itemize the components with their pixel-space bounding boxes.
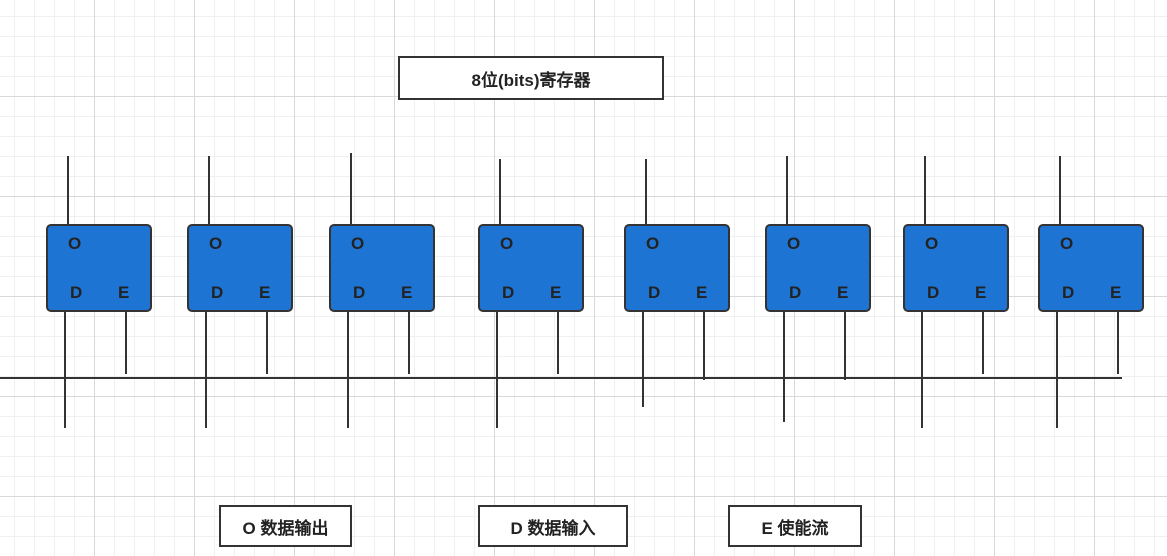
register-cell-2: O D E (187, 224, 293, 312)
legend-input: D 数据输入 (478, 505, 628, 547)
input-pin-label: D (927, 283, 940, 302)
input-wire-4 (496, 311, 498, 428)
enable-wire-6 (844, 311, 846, 380)
output-pin-label: O (925, 234, 939, 253)
enable-wire-7 (982, 311, 984, 374)
output-wire-1 (67, 156, 69, 225)
output-pin-label: O (209, 234, 223, 253)
input-wire-5 (642, 311, 644, 407)
register-cell-4: O D E (478, 224, 584, 312)
output-wire-5 (645, 159, 647, 225)
output-wire-2 (208, 156, 210, 225)
output-wire-7 (924, 156, 926, 225)
enable-wire-1 (125, 311, 127, 374)
input-wire-6 (783, 311, 785, 422)
input-pin-label: D (353, 283, 366, 302)
input-wire-8 (1056, 311, 1058, 428)
input-wire-1 (64, 311, 66, 428)
output-pin-label: O (68, 234, 82, 253)
register-cell-1: O D E (46, 224, 152, 312)
legend-output: O 数据输出 (219, 505, 352, 547)
input-wire-2 (205, 311, 207, 428)
enable-pin-label: E (118, 283, 130, 302)
enable-pin-label: E (401, 283, 413, 302)
output-wire-4 (499, 159, 501, 225)
output-wire-8 (1059, 156, 1061, 225)
enable-wire-2 (266, 311, 268, 374)
input-pin-label: D (502, 283, 515, 302)
input-pin-label: D (211, 283, 224, 302)
output-pin-label: O (500, 234, 514, 253)
register-cell-6: O D E (765, 224, 871, 312)
enable-pin-label: E (975, 283, 987, 302)
enable-bus-line (0, 377, 1122, 379)
output-wire-3 (350, 153, 352, 225)
diagram-title: 8位(bits)寄存器 (398, 56, 664, 100)
register-cell-7: O D E (903, 224, 1009, 312)
input-wire-3 (347, 311, 349, 428)
enable-wire-8 (1117, 311, 1119, 374)
enable-wire-3 (408, 311, 410, 374)
output-pin-label: O (646, 234, 660, 253)
enable-wire-4 (557, 311, 559, 374)
input-pin-label: D (70, 283, 83, 302)
input-pin-label: D (789, 283, 802, 302)
output-pin-label: O (1060, 234, 1074, 253)
input-pin-label: D (648, 283, 661, 302)
enable-pin-label: E (837, 283, 849, 302)
input-wire-7 (921, 311, 923, 428)
enable-pin-label: E (1110, 283, 1122, 302)
enable-wire-5 (703, 311, 705, 380)
register-cell-3: O D E (329, 224, 435, 312)
enable-pin-label: E (550, 283, 562, 302)
output-pin-label: O (351, 234, 365, 253)
register-cell-8: O D E (1038, 224, 1144, 312)
legend-enable: E 使能流 (728, 505, 862, 547)
output-pin-label: O (787, 234, 801, 253)
register-cell-5: O D E (624, 224, 730, 312)
input-pin-label: D (1062, 283, 1075, 302)
output-wire-6 (786, 156, 788, 225)
enable-pin-label: E (696, 283, 708, 302)
enable-pin-label: E (259, 283, 271, 302)
